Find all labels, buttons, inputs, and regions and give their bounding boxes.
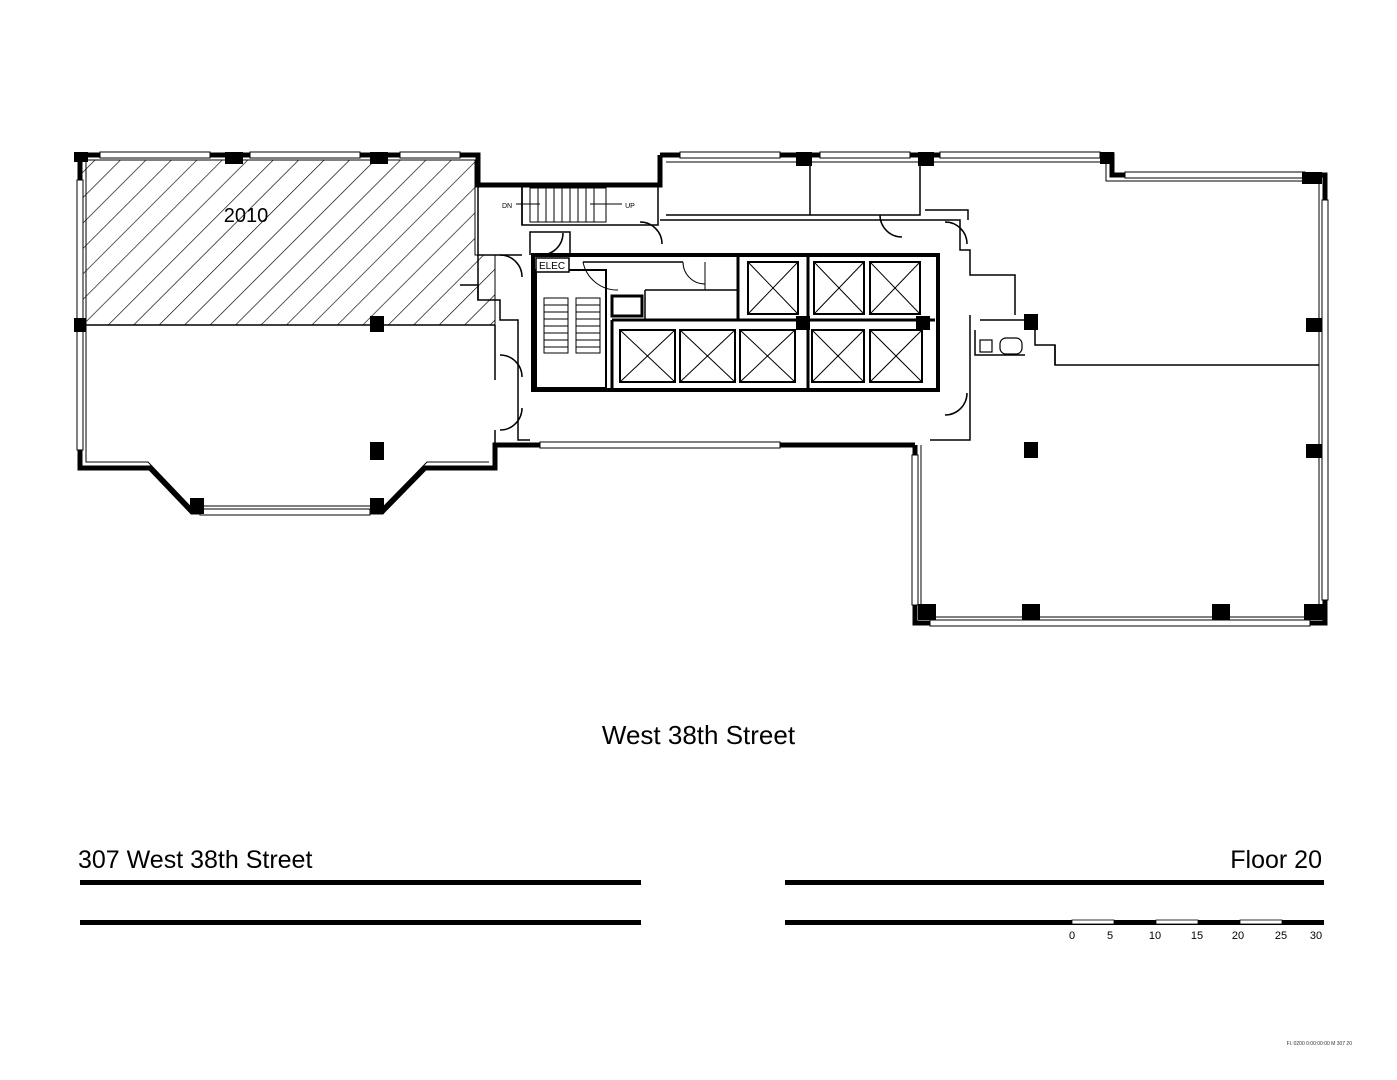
stair-down-label: DN [502, 203, 512, 210]
building-address: 307 West 38th Street [78, 846, 313, 874]
elevators [619, 261, 923, 383]
scale-tick-label: 5 [1106, 930, 1114, 942]
elec-label: ELEC [539, 261, 565, 272]
scale-tick-label: 0 [1068, 930, 1076, 942]
elec-room [535, 257, 570, 273]
floor-plan: 2010 DN UP ELEC [74, 151, 1329, 627]
scale-tick-label: 30 [1309, 930, 1323, 942]
core [531, 253, 940, 392]
scale-tick-label: 25 [1274, 930, 1288, 942]
title-rule-right-bottom [785, 920, 1324, 925]
partitions [460, 162, 1319, 441]
suite-2010-area[interactable] [81, 159, 496, 326]
top-stair [516, 184, 659, 226]
scale-labels: 0 5 10 15 20 25 30 [0, 930, 1397, 946]
floor-number: Floor 20 [1230, 846, 1322, 874]
title-rule-left-top [80, 880, 641, 885]
stair-core [543, 297, 601, 354]
street-label: West 38th Street [601, 720, 796, 750]
window-bands [76, 151, 1329, 627]
scale-tick-label: 15 [1190, 930, 1204, 942]
title-rule-right-top [785, 880, 1324, 885]
scale-bar [1071, 919, 1283, 925]
restroom-fixtures [979, 337, 1023, 355]
stair-up-label: UP [625, 203, 635, 210]
suite-2010-label: 2010 [224, 205, 269, 227]
scale-tick-label: 10 [1148, 930, 1162, 942]
plot-stamp: Fl.:0200 0:00:00:00 M 307 20 [1286, 1041, 1352, 1047]
scale-tick-label: 20 [1231, 930, 1245, 942]
title-rule-left-bottom [80, 920, 641, 925]
columns [74, 152, 1324, 620]
